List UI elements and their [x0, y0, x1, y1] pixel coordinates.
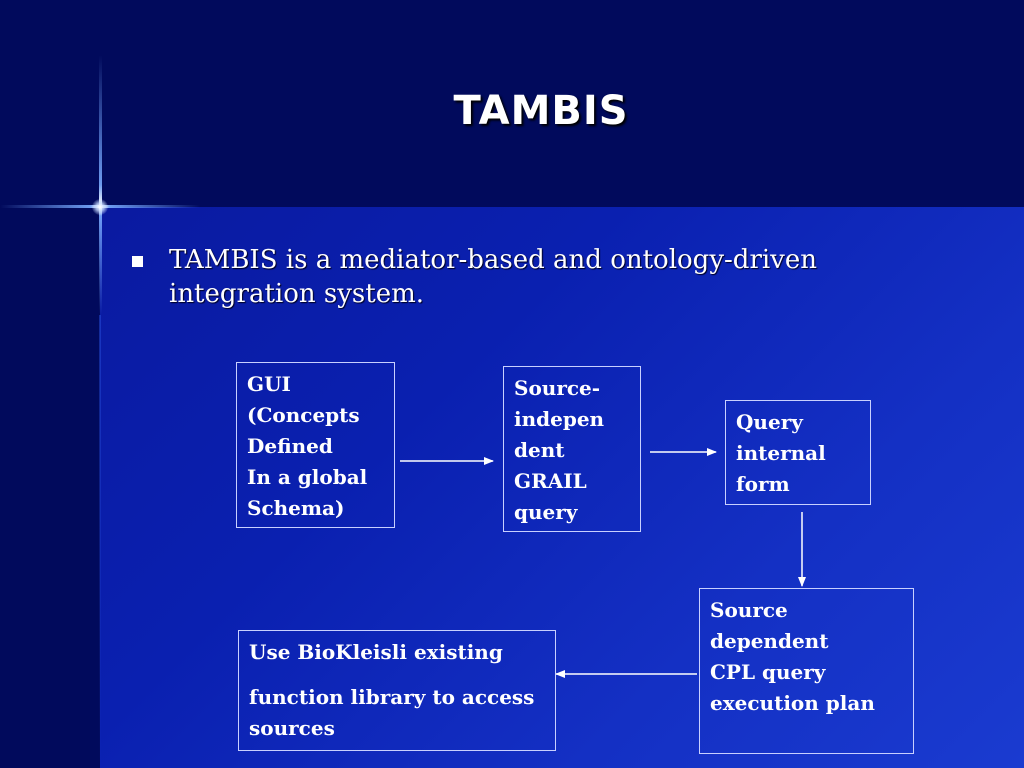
slide-title: TAMBIS	[453, 88, 629, 134]
biokleisli-line-1: Use BioKleisli existing	[249, 640, 503, 664]
bullet-square-icon	[132, 256, 143, 267]
bullet-text: TAMBIS is a mediator-based and ontology-…	[169, 245, 818, 309]
source-dependent-plan-box: Source dependent CPL query execution pla…	[699, 588, 914, 754]
biokleisli-line-2: function library to access sources	[249, 685, 535, 740]
query-internal-form-box: Query internal form	[725, 400, 871, 505]
left-strip	[0, 207, 100, 768]
biokleisli-box: Use BioKleisli existing function library…	[238, 630, 556, 751]
star-flare-icon	[92, 199, 108, 215]
flare-fade	[99, 315, 101, 768]
gui-box: GUI (Concepts Defined In a global Schema…	[236, 362, 395, 528]
source-independent-query-box: Source- indepen dent GRAIL query	[503, 366, 641, 532]
title-band	[0, 0, 1024, 207]
star-flare-vertical	[99, 55, 102, 315]
